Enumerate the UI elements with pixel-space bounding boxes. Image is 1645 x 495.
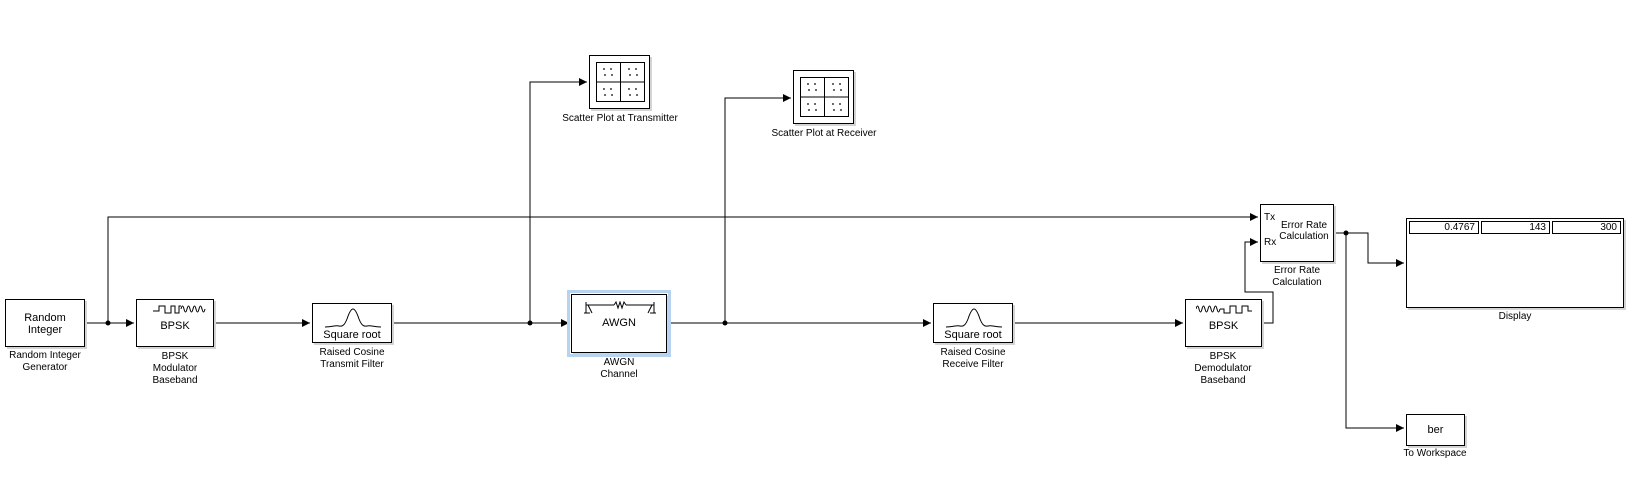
awgn-channel-block[interactable]: AWGN xyxy=(567,290,671,357)
random-integer-caption: Random Integer Generator xyxy=(9,350,81,373)
error-rate-port-tx: Tx xyxy=(1264,212,1276,223)
awgn-channel-label: AWGN xyxy=(602,317,636,329)
line-randint-to-errorrate-tx[interactable] xyxy=(107,213,1258,323)
bpsk-demodulator-label: BPSK xyxy=(1208,320,1239,332)
line-errorrate-to-display[interactable] xyxy=(1334,232,1404,267)
rc-receive-filter-caption: Raised Cosine Receive Filter xyxy=(940,347,1006,370)
error-rate-label: Error Rate Calculation xyxy=(1279,220,1329,242)
awgn-channel-caption: AWGN Channel xyxy=(600,357,638,380)
rc-transmit-filter-block[interactable]: Square root xyxy=(312,303,392,343)
bpsk-modulator-caption: BPSK Modulator Baseband xyxy=(152,351,198,386)
display-value-1: 0.4767 xyxy=(1409,221,1479,234)
line-bpskdemod-to-errorrate-rx[interactable] xyxy=(1244,238,1274,324)
line-to-scatter-tx[interactable] xyxy=(529,78,587,323)
bpsk-demodulator-block[interactable]: BPSK xyxy=(1185,299,1262,347)
pulse-icon xyxy=(946,308,1002,328)
error-rate-port-rx: Rx xyxy=(1264,237,1277,248)
scatter-rx-block[interactable] xyxy=(793,70,854,124)
rc-receive-filter-label: Square root xyxy=(944,329,1002,341)
constellation-icon xyxy=(596,62,645,102)
display-value-3: 300 xyxy=(1552,221,1621,234)
square-wave-icon xyxy=(1196,305,1252,314)
random-integer-label: Random Integer xyxy=(24,312,66,336)
display-block[interactable]: 0.4767 143 300 xyxy=(1406,218,1624,308)
line-to-scatter-rx[interactable] xyxy=(724,94,791,323)
display-value-2: 143 xyxy=(1481,221,1550,234)
rc-transmit-filter-caption: Raised Cosine Transmit Filter xyxy=(319,347,385,370)
branch-point xyxy=(722,320,728,326)
bpsk-demodulator-caption: BPSK Demodulator Baseband xyxy=(1194,351,1252,386)
bpsk-modulator-label: BPSK xyxy=(160,320,190,332)
square-wave-icon xyxy=(153,305,206,314)
to-workspace-label: ber xyxy=(1427,424,1444,436)
rc-receive-filter-block[interactable]: Square root xyxy=(933,303,1013,343)
scatter-tx-caption: Scatter Plot at Transmitter xyxy=(562,113,678,124)
to-workspace-caption: To Workspace xyxy=(1403,448,1467,459)
display-caption: Display xyxy=(1498,311,1532,322)
scatter-tx-block[interactable] xyxy=(589,55,650,109)
rc-transmit-filter-label: Square root xyxy=(323,329,381,341)
to-workspace-block[interactable]: ber xyxy=(1406,414,1465,446)
pulse-icon xyxy=(325,308,381,328)
bpsk-modulator-block[interactable]: BPSK xyxy=(136,299,214,347)
random-integer-block[interactable]: Random Integer xyxy=(5,299,85,347)
line-errorrate-to-workspace[interactable] xyxy=(1345,233,1404,432)
branch-point xyxy=(105,320,111,326)
scatter-rx-caption: Scatter Plot at Receiver xyxy=(771,128,877,139)
constellation-icon xyxy=(800,77,849,117)
branch-point xyxy=(527,320,533,326)
error-rate-block[interactable]: Tx Rx Error Rate Calculation xyxy=(1260,204,1334,262)
noise-channel-icon xyxy=(584,301,656,314)
error-rate-caption: Error Rate Calculation xyxy=(1272,265,1322,288)
branch-point xyxy=(1343,230,1349,236)
